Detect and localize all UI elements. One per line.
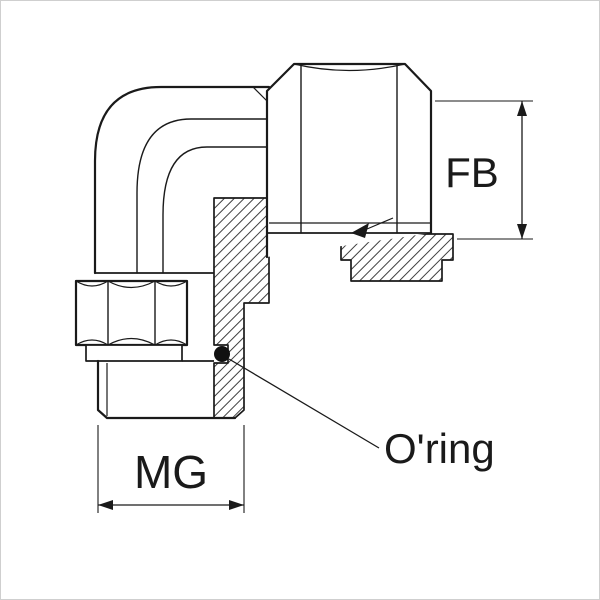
mg-dimension: MG	[97, 425, 245, 513]
oring	[214, 346, 230, 362]
mg-label: MG	[134, 446, 208, 498]
fb-dimension: FB	[435, 100, 533, 240]
swivel-nut-outline	[265, 62, 433, 259]
seal-arrow	[351, 217, 394, 238]
fb-label: FB	[445, 149, 499, 196]
elbow-bend-contour-outer	[136, 118, 268, 274]
male-thread	[96, 359, 237, 420]
swivel-nut	[265, 62, 433, 259]
swivel-nut-chamfer-arc	[293, 63, 406, 72]
elbow-body	[93, 85, 271, 275]
washer-outline	[85, 344, 183, 362]
fb-arrow-up-icon	[517, 101, 527, 116]
oring-leader-line	[228, 358, 380, 449]
fb-arrow-down-icon	[517, 224, 527, 239]
locknut-chamfer-arcs-bottom	[75, 337, 188, 346]
mg-arrow-left-icon	[98, 500, 113, 510]
washer	[85, 344, 183, 362]
oring-callout: O'ring	[228, 358, 495, 472]
elbow-bend-contour-inner	[162, 146, 268, 274]
oring-label: O'ring	[384, 425, 495, 472]
thread-outline	[96, 359, 237, 420]
elbow-hub-chamfer	[252, 86, 268, 102]
locknut-outline	[74, 279, 189, 347]
locknut-chamfer-arcs-top	[75, 280, 188, 289]
seal-arrow-icon	[351, 223, 369, 238]
locknut	[74, 279, 189, 347]
mg-arrow-right-icon	[229, 500, 244, 510]
oring-dot	[214, 346, 230, 362]
elbow-outer-profile	[93, 85, 271, 275]
nut-seat-section	[340, 233, 454, 282]
seal-arrow-tail	[366, 217, 394, 230]
